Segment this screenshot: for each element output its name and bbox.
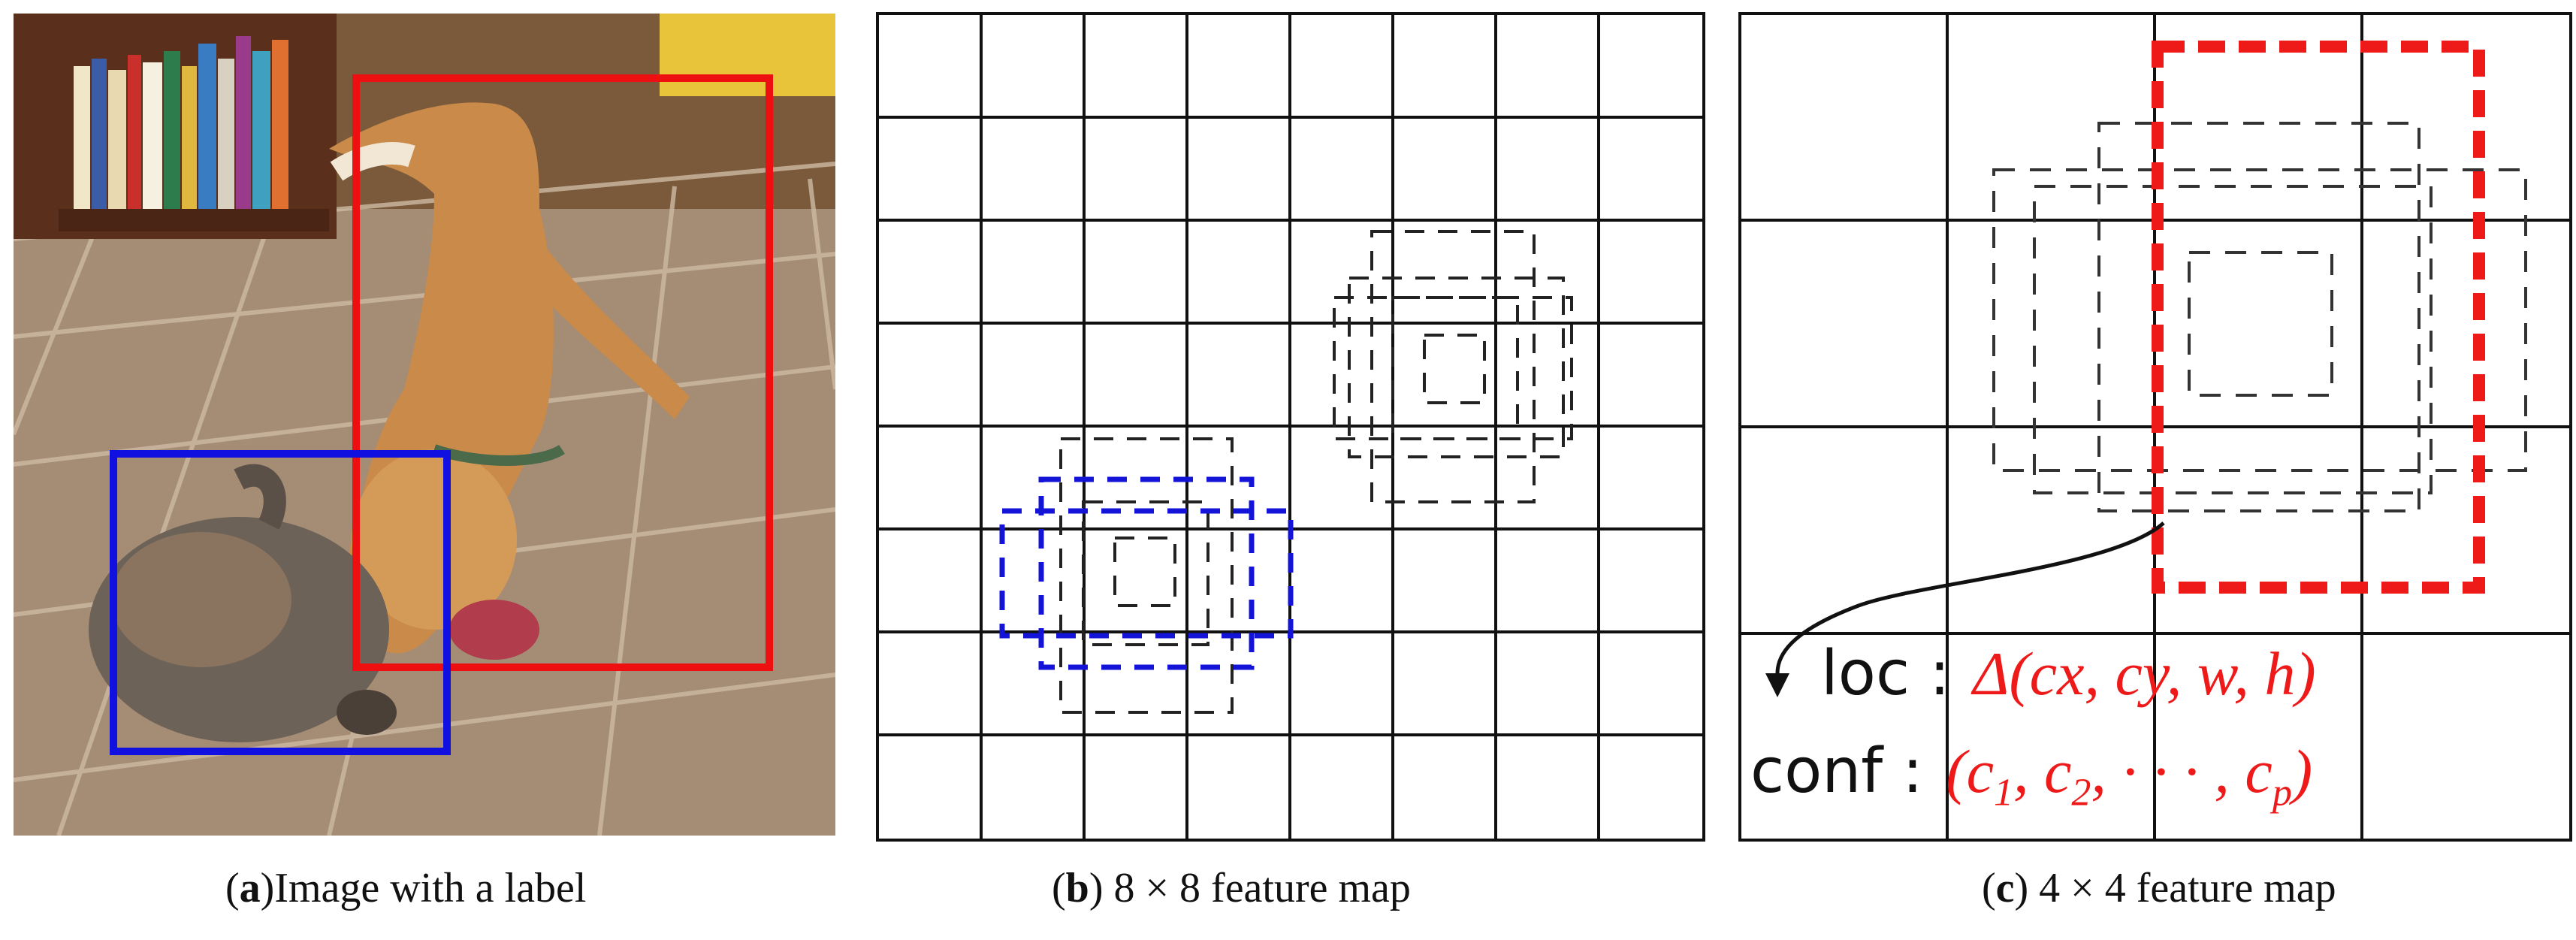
default-boxes-4x4: [1992, 122, 2527, 512]
caption-a: (a)Image with a label: [225, 865, 587, 911]
caption-c: (c) 4 × 4 feature map: [1982, 865, 2336, 911]
default-boxes-cat: [999, 437, 1294, 714]
conf-line: conf : (c1, c2, · · · , cp): [1750, 741, 2312, 812]
grid-8x8: [876, 12, 1705, 842]
arrow-head-icon: [1765, 673, 1789, 697]
conf-formula: (c1, c2, · · · , cp): [1946, 737, 2313, 815]
matched-default-box: [2152, 41, 2485, 594]
prediction-arrow: [1775, 521, 2165, 674]
loc-line: loc : Δ(cx, cy, w, h): [1821, 643, 2316, 705]
conf-label: conf :: [1750, 736, 1923, 807]
feature-map-8x8-panel: [876, 12, 1705, 842]
feature-map-4x4-panel: loc : Δ(cx, cy, w, h) conf : (c1, c2, · …: [1738, 12, 2574, 842]
feature-map-4x4: [1738, 12, 2572, 842]
cat-bounding-box: [110, 450, 451, 755]
loc-formula: Δ(cx, cy, w, h): [1973, 639, 2316, 708]
default-boxes-dog: [1333, 230, 1573, 503]
cat-shape: [89, 464, 397, 742]
caption-b: (b) 8 × 8 feature map: [1052, 865, 1411, 911]
feature-map-8x8: [876, 12, 1705, 842]
dog-bounding-box: [352, 74, 773, 671]
labeled-photo: [14, 14, 835, 836]
dog-shape: [329, 102, 690, 660]
loc-label: loc :: [1821, 638, 1950, 709]
labeled-image-panel: [14, 14, 835, 836]
books: [74, 36, 288, 209]
